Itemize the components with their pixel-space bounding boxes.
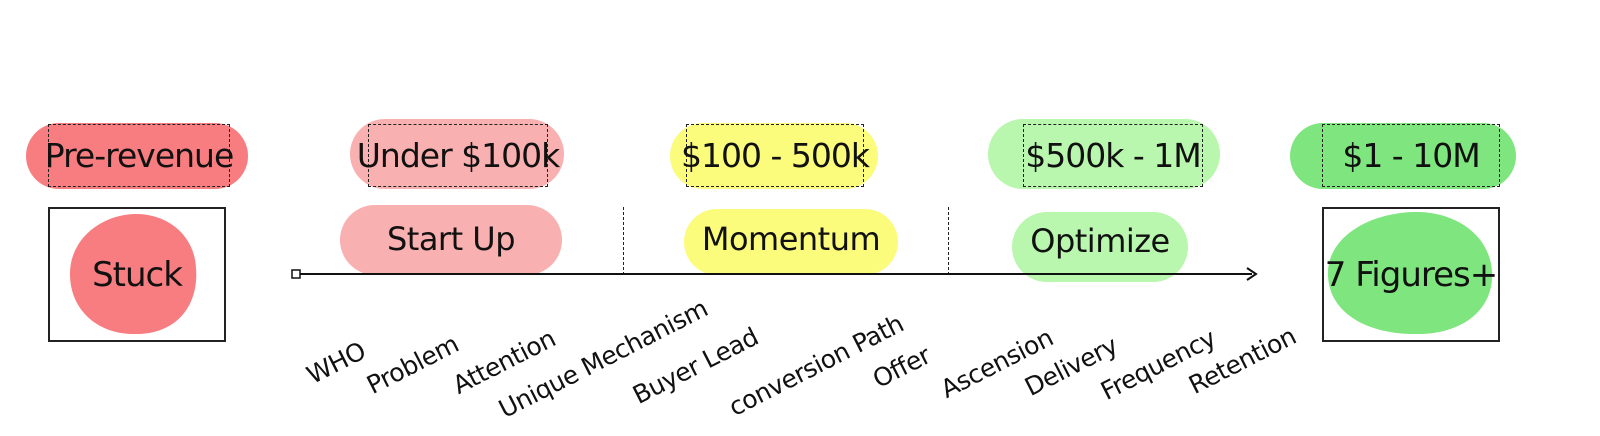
tier-blob-under-100k — [350, 119, 564, 189]
timeline-start-marker — [291, 269, 301, 279]
tier-blob-1-10m — [1290, 123, 1516, 189]
tier-label-100-500k: $100 - 500k — [681, 124, 870, 187]
tier-blob-pre-revenue — [26, 123, 248, 189]
timeline-arrowhead — [1246, 267, 1258, 281]
tier-label-500k-1m: $500k - 1M — [1023, 124, 1203, 187]
figures-blob — [1327, 211, 1493, 335]
tier-blob-100-500k — [670, 123, 878, 189]
stage-blob-start-up — [340, 205, 562, 275]
stage-divider-2 — [948, 207, 949, 275]
stage-blob-optimize — [1012, 212, 1188, 282]
stage-divider-1 — [623, 207, 624, 275]
stage-label-start-up: Start Up — [386, 220, 516, 258]
end-state-label: 7 Figures+ — [1324, 255, 1498, 295]
tier-label-1-10m: $1 - 10M — [1322, 124, 1500, 187]
tier-label-pre-revenue: Pre-revenue — [45, 124, 234, 187]
stage-label-momentum: Momentum — [701, 220, 881, 258]
stage-label-optimize: Optimize — [1030, 222, 1170, 260]
tier-blob-500k-1m — [988, 119, 1220, 189]
tier-label-under-100k: Under $100k — [357, 124, 560, 187]
stuck-blob — [70, 213, 197, 335]
start-state-label: Stuck — [92, 255, 183, 295]
stage-blob-momentum — [684, 209, 898, 275]
